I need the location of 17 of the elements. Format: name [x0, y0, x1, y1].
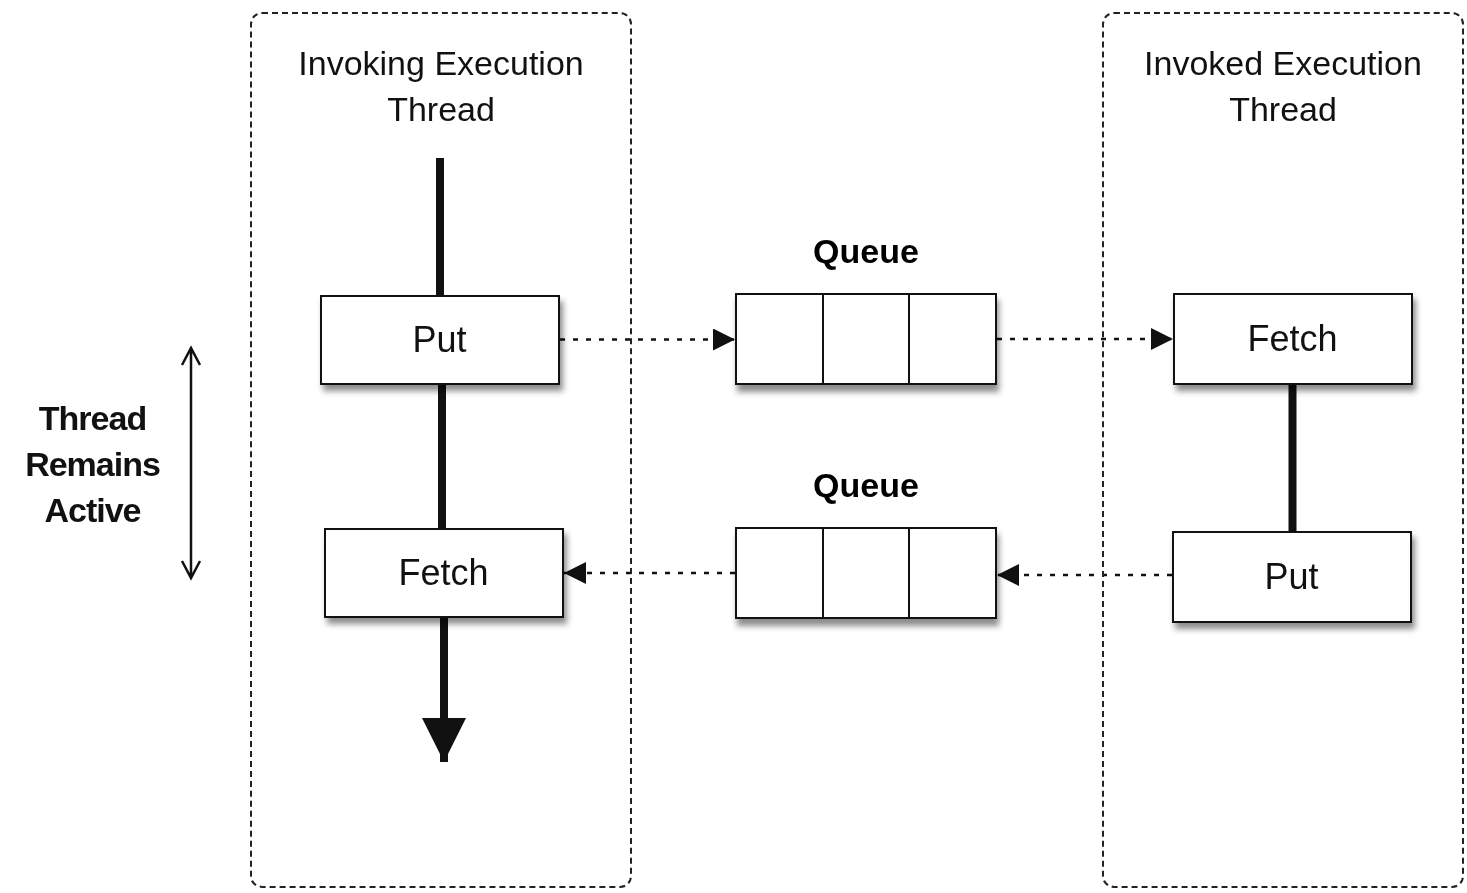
process-box: Fetch [1172, 292, 1413, 385]
thread-line [1288, 385, 1297, 531]
process-box: Put [319, 294, 560, 385]
dashed-arrow [997, 564, 1172, 586]
queue-label: Queue [813, 465, 919, 505]
thread-line [438, 385, 446, 528]
dashed-arrow [564, 562, 735, 584]
dashed-lane [1102, 12, 1464, 888]
process-box: Fetch [323, 527, 564, 618]
dashed-arrow [560, 328, 735, 351]
dashed-arrow [997, 328, 1173, 350]
lane-title: Invoking Execution Thread [297, 43, 585, 130]
dashed-lane [250, 12, 632, 888]
process-box: Put [1171, 530, 1412, 623]
side-note: Thread Remains Active [24, 398, 161, 531]
queue-label: Queue [813, 231, 919, 271]
lane-title: Invoked Execution Thread [1143, 43, 1423, 130]
